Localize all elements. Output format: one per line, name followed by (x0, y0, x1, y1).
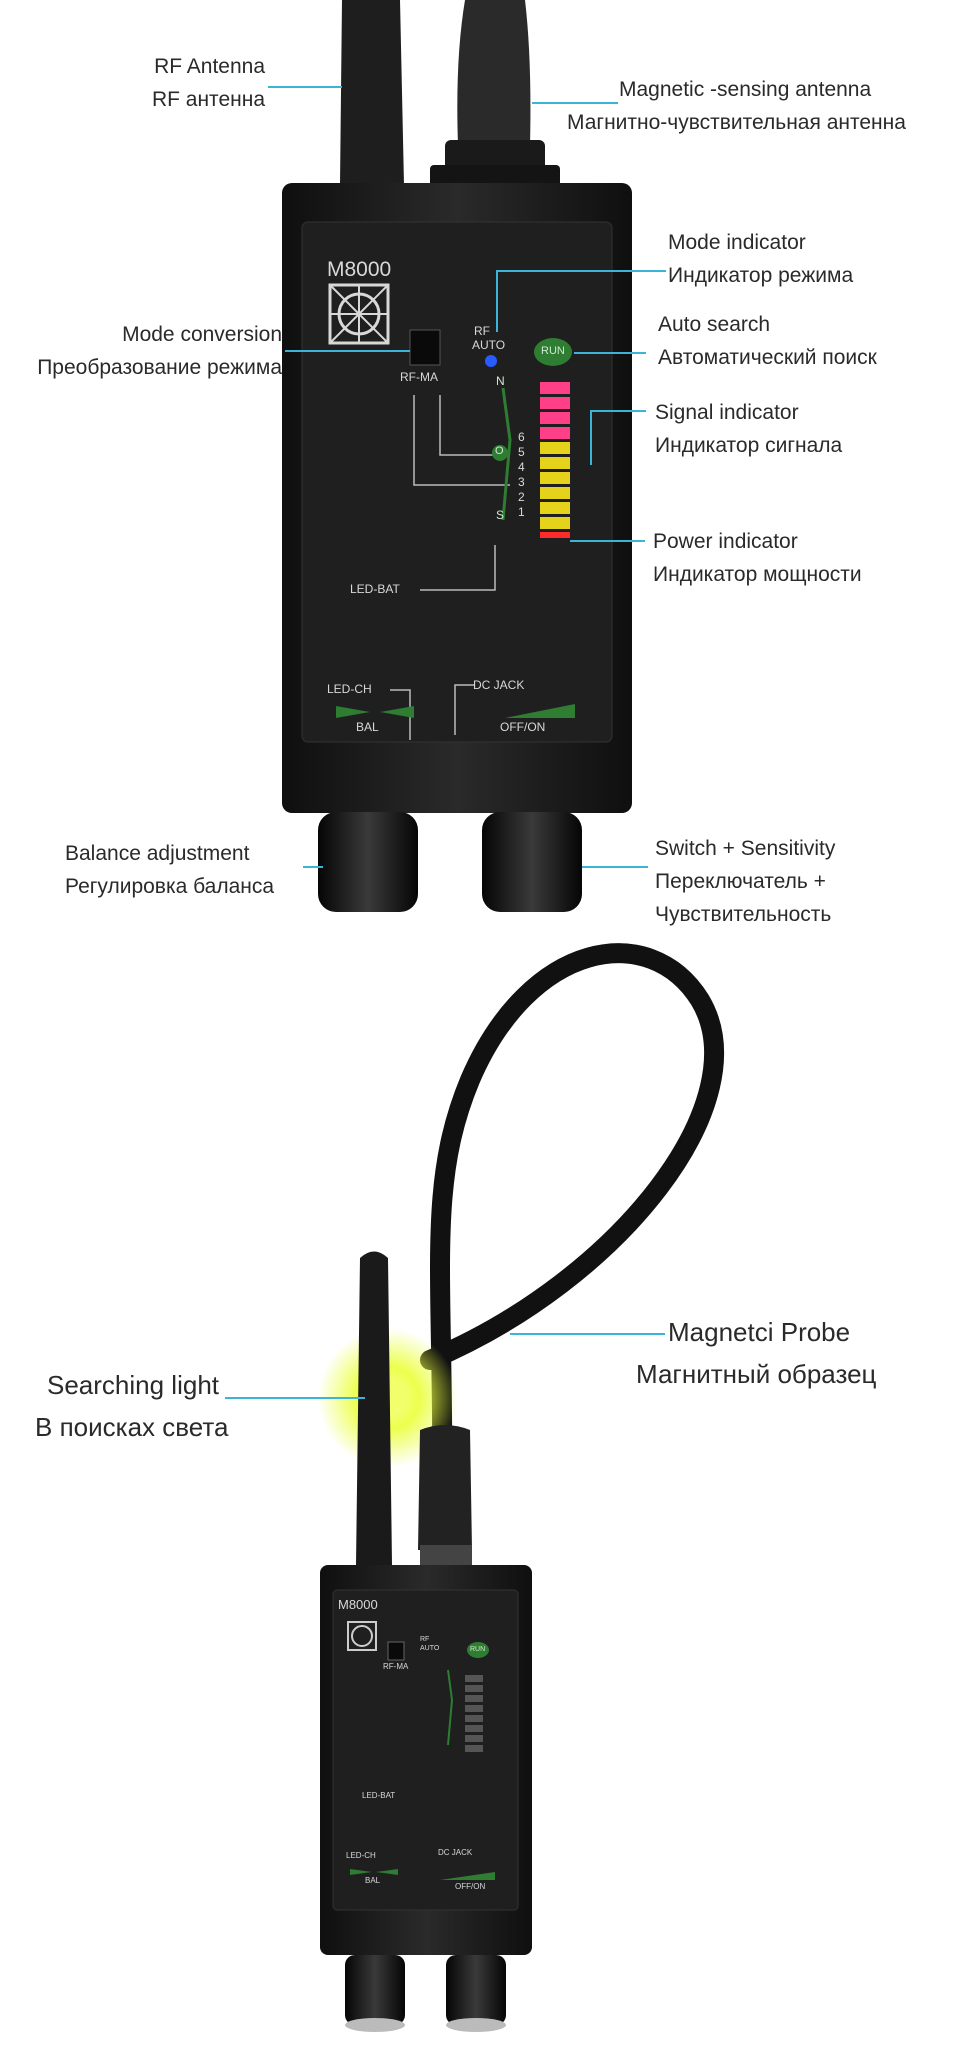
top-off-on-label: OFF/ON (500, 720, 546, 734)
bottom-run-label[interactable]: RUN (470, 1646, 486, 1653)
balance-knob (318, 812, 418, 912)
leader-mode-indicator (496, 270, 666, 272)
leader-signal-indicator (590, 410, 646, 412)
top-dc-jack-label: DC JACK (473, 678, 525, 692)
top-rf-label: RF (474, 324, 490, 338)
label-auto-search: Auto search Автоматический поиск (658, 313, 877, 369)
signal-led-bar (540, 382, 570, 538)
leader-magnetic-probe (510, 1333, 665, 1335)
magnetic-probe-cable (420, 943, 725, 1590)
label-searching-light: Searching light В поисках света (35, 1370, 229, 1442)
bottom-rf-label: RF (420, 1636, 430, 1643)
mode-switch (409, 329, 441, 366)
label-magnetic-probe: Magnetci Probe Магнитный образец (636, 1317, 877, 1389)
top-led-ch-label: LED-CH (327, 682, 372, 696)
run-button (534, 338, 572, 366)
top-led-bat-label: LED-BAT (350, 582, 400, 596)
top-rf-ma-label: RF-MA (400, 370, 438, 384)
scale-2: 2 (518, 490, 525, 504)
bottom-dc-jack-label: DC JACK (438, 1848, 473, 1857)
scale-1: 1 (518, 505, 525, 519)
top-s-label: S (496, 508, 505, 522)
mode-indicator-led (485, 355, 497, 367)
label-rf-antenna: RF Antenna RF антенна (151, 55, 265, 111)
label-switch-sensitivity: Switch + Sensitivity Переключатель + Чув… (655, 837, 836, 926)
label-mode-conversion: Mode conversion Преобразование режима (37, 323, 282, 379)
top-o-label: O (495, 445, 504, 457)
bottom-device-model: M8000 (338, 1597, 378, 1612)
bottom-bal-label: BAL (365, 1876, 381, 1885)
leader-rf-antenna (268, 86, 342, 88)
rf-antenna (340, 0, 404, 185)
label-signal-indicator: Signal indicator Индикатор сигнала (655, 401, 843, 457)
leader-mode-conversion (285, 350, 410, 352)
top-device-model: M8000 (327, 258, 392, 281)
leader-power-indicator (570, 540, 645, 542)
bottom-led-ch-label: LED-CH (346, 1851, 376, 1860)
bottom-auto-label: AUTO (420, 1645, 440, 1652)
top-auto-label: AUTO (472, 338, 506, 352)
scale-6: 6 (518, 430, 525, 444)
bottom-rf-antenna (356, 1251, 392, 1565)
top-scale: 6 5 4 3 2 1 (518, 430, 525, 520)
leader-mode-indicator-v (496, 270, 498, 332)
top-n-label: N (496, 374, 505, 388)
leader-balance (303, 866, 323, 868)
top-run-label[interactable]: RUN (541, 345, 565, 357)
bottom-led-bat-label: LED-BAT (362, 1791, 396, 1800)
label-magnetic-antenna: Magnetic -sensing antenna Магнитно-чувст… (567, 78, 906, 134)
switch-knob (482, 812, 582, 912)
leader-auto-search (574, 352, 646, 354)
label-power-indicator: Power indicator Индикатор мощности (653, 530, 862, 586)
bottom-rf-ma-label: RF-MA (383, 1662, 409, 1671)
scale-4: 4 (518, 460, 525, 474)
scale-5: 5 (518, 445, 525, 459)
leader-searching-light (225, 1397, 365, 1399)
label-mode-indicator: Mode indicator Индикатор режима (668, 231, 854, 287)
top-bal-label: BAL (356, 720, 379, 734)
label-balance-adjustment: Balance adjustment Регулировка баланса (65, 842, 275, 898)
bottom-off-on-label: OFF/ON (455, 1882, 486, 1891)
leader-magnetic-antenna (532, 102, 618, 104)
leader-switch (582, 866, 648, 868)
magnetic-antenna (457, 0, 531, 145)
scale-3: 3 (518, 475, 525, 489)
leader-signal-indicator-v (590, 410, 592, 465)
